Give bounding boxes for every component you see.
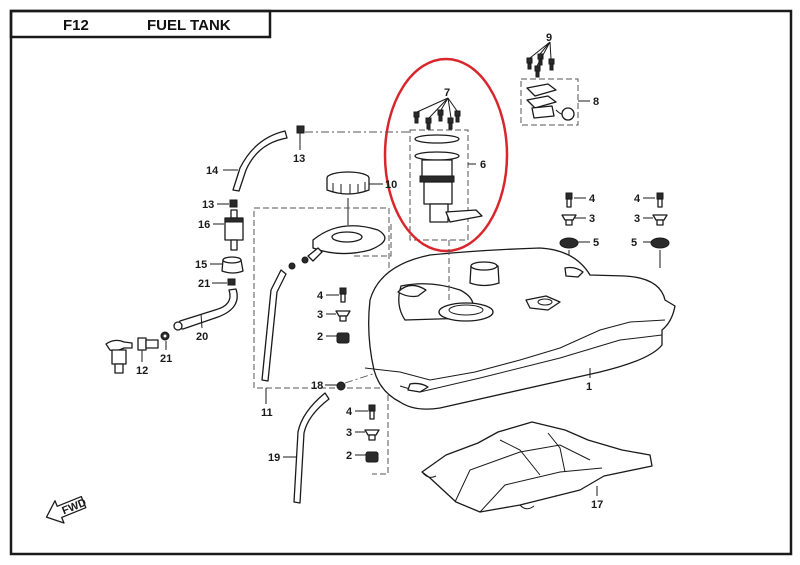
part-21-clamp-lower[interactable]: [160, 331, 170, 341]
part-11-vent-hose[interactable]: [261, 269, 287, 382]
vent-clip[interactable]: [288, 256, 309, 270]
header-title: FUEL TANK: [147, 17, 231, 34]
callout-2-left-upper: 2: [317, 331, 323, 343]
part-16-fuel-filter[interactable]: [224, 209, 244, 251]
part-21-clamp-upper[interactable]: [227, 278, 236, 286]
part-19-drain-hose[interactable]: [293, 392, 330, 504]
callout-4-left-upper: 4: [317, 290, 324, 302]
hose-routing-line-18: [344, 372, 377, 384]
callout-10: 10: [385, 179, 397, 191]
callout-6: 6: [480, 159, 486, 171]
callout-21-upper: 21: [198, 278, 210, 290]
callout-13-lower: 13: [202, 199, 214, 211]
part-8-bracket-assembly[interactable]: [520, 78, 579, 126]
callout-5-right-2: 5: [631, 237, 637, 249]
mount-hardware-left-lower[interactable]: [364, 404, 380, 463]
part-7-screws[interactable]: [413, 97, 461, 130]
callout-4-right-1: 4: [589, 193, 596, 205]
mount-hardware-right-2[interactable]: [650, 192, 670, 268]
mount-hardware-right-1[interactable]: [559, 192, 579, 265]
callout-3-right-1: 3: [589, 213, 595, 225]
callout-3-left-lower: 3: [346, 427, 352, 439]
callout-8: 8: [593, 96, 599, 108]
part-18-clip[interactable]: [336, 381, 346, 391]
callout-12: 12: [136, 365, 148, 377]
part-15-damper[interactable]: [221, 256, 244, 274]
callout-5-right-1: 5: [593, 237, 599, 249]
part-8-group-box: [520, 78, 579, 126]
header-border: [9, 9, 272, 39]
callout-4-right-2: 4: [634, 193, 641, 205]
callout-15: 15: [195, 259, 207, 271]
part-12-fuel-connector[interactable]: [105, 337, 159, 374]
fwd-direction-arrow: FWD: [45, 495, 88, 524]
callout-1: 1: [586, 381, 592, 393]
callout-20: 20: [196, 331, 208, 343]
diagram-frame: [9, 9, 793, 556]
part-13-clamp-upper[interactable]: [296, 125, 305, 134]
callout-17: 17: [591, 499, 603, 511]
part-20-fuel-hose[interactable]: [173, 288, 238, 331]
callout-21-lower: 21: [160, 353, 172, 365]
part-17-tank-bracket[interactable]: [421, 421, 653, 513]
part-6-leader-dash: [352, 224, 392, 257]
part-9-bolts[interactable]: [526, 41, 555, 78]
callout-2-left-lower: 2: [346, 450, 352, 462]
filler-neck-adapter[interactable]: [307, 225, 386, 262]
callout-18: 18: [311, 380, 323, 392]
highlight-circle-part-6: [383, 57, 509, 253]
header-box: F12 FUEL TANK: [9, 9, 272, 39]
part-6-group-box: [409, 129, 469, 241]
callout-3-left-upper: 3: [317, 309, 323, 321]
callout-7: 7: [444, 87, 450, 99]
callout-9: 9: [546, 32, 552, 44]
part-13-clamp-lower[interactable]: [229, 199, 238, 208]
fwd-label: FWD: [60, 497, 88, 518]
callout-19: 19: [268, 452, 280, 464]
callout-4-left-lower: 4: [346, 406, 353, 418]
callout-3-right-2: 3: [634, 213, 640, 225]
callout-16: 16: [198, 219, 210, 231]
callout-13-upper: 13: [293, 153, 305, 165]
callout-11: 11: [261, 407, 273, 419]
part-6-fuel-pump[interactable]: [409, 129, 483, 241]
part-14-fuel-hose[interactable]: [232, 130, 288, 192]
callout-14: 14: [206, 165, 219, 177]
header-code: F12: [63, 17, 89, 34]
part-10-fuel-cap[interactable]: [326, 171, 383, 195]
part-1-fuel-tank[interactable]: [364, 247, 676, 410]
mount-hardware-left-upper[interactable]: [335, 287, 351, 344]
